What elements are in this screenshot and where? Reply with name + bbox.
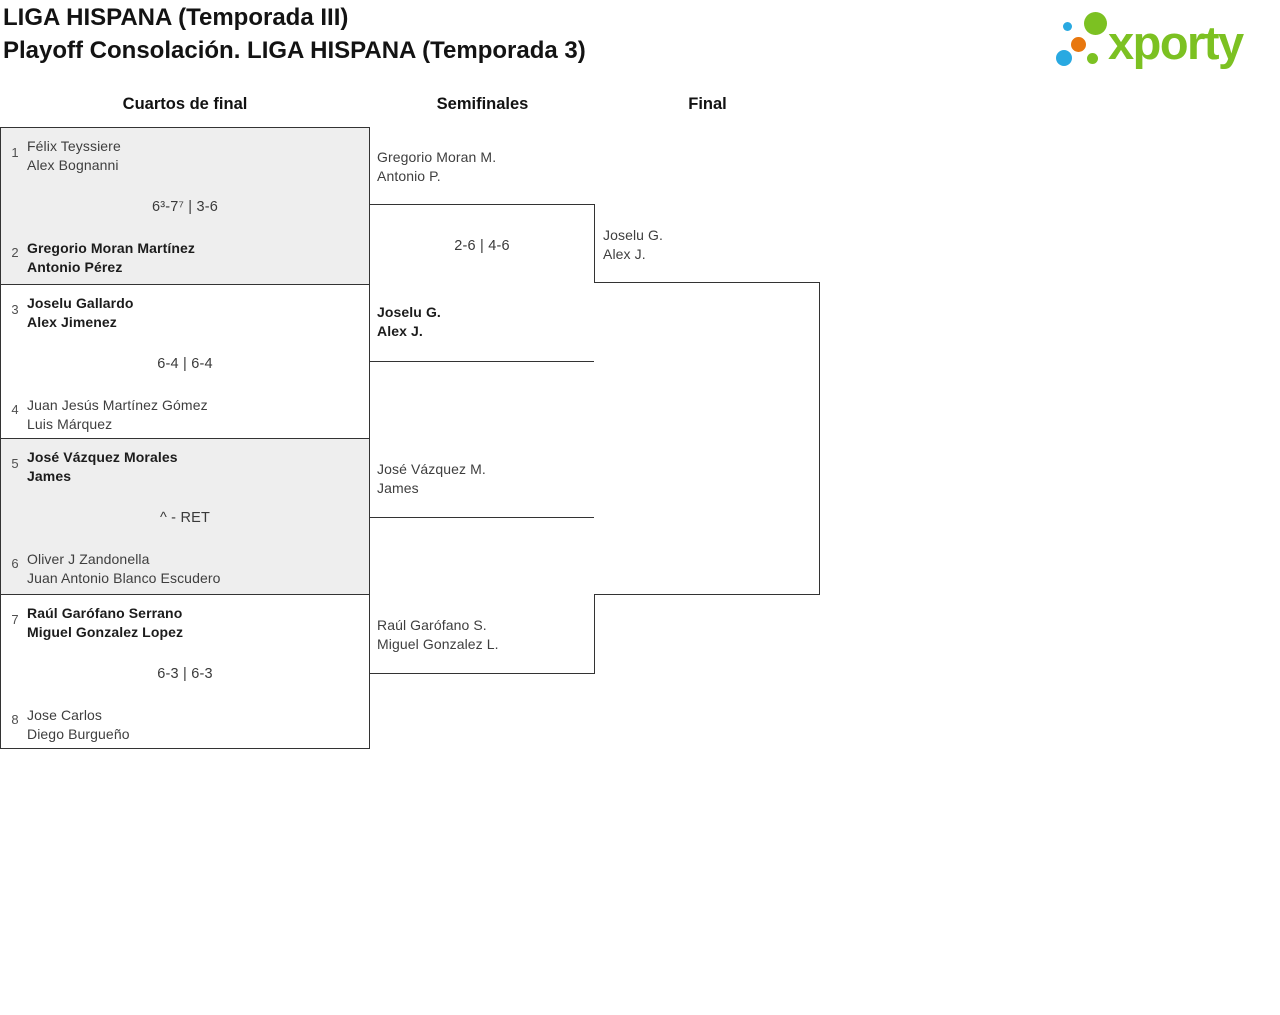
team-name-line: Antonio Pérez [27, 259, 123, 275]
match-score: 6-4 | 6-4 [157, 356, 213, 372]
seed-label: 5 [11, 456, 19, 471]
team-name-line: Gregorio Moran Martínez [27, 240, 195, 256]
logo-dot-icon [1084, 12, 1107, 35]
team-names: Juan Jesús Martínez Gómez Luis Márquez [27, 396, 208, 434]
team-name-line: Juan Jesús Martínez Gómez [27, 397, 208, 413]
xporty-logo[interactable]: xporty [1050, 5, 1278, 77]
seed-label: 1 [11, 145, 19, 160]
team-name-line: Miguel Gonzalez Lopez [27, 624, 184, 640]
team-names: Gregorio Moran M. Antonio P. [377, 148, 496, 186]
match-sf-1[interactable]: Gregorio Moran M. Antonio P. 2-6 | 4-6 J… [370, 149, 595, 362]
team-name-line: Miguel Gonzalez L. [377, 636, 499, 652]
team-names: Oliver J Zandonella Juan Antonio Blanco … [27, 550, 221, 588]
team-name-line: Raúl Garófano Serrano [27, 605, 183, 621]
team-name-line: Joselu Gallardo [27, 295, 134, 311]
logo-wordmark: xporty [1108, 16, 1244, 69]
page-subtitle: Playoff Consolación. LIGA HISPANA (Tempo… [3, 37, 586, 64]
team-name-line: Juan Antonio Blanco Escudero [27, 570, 221, 586]
match-score: 6-3 | 6-3 [157, 666, 213, 682]
team-name-line: José Vázquez Morales [27, 449, 178, 465]
seed-label: 8 [11, 712, 19, 727]
team-names-winner: Gregorio Moran Martínez Antonio Pérez [27, 239, 195, 277]
match-final[interactable]: Joselu G. Alex J. [594, 227, 820, 595]
team-name-line: Gregorio Moran M. [377, 149, 497, 165]
team-name-line: Joselu G. [603, 227, 664, 243]
team-name-line: Jose Carlos [27, 707, 103, 723]
logo-dot-icon [1071, 37, 1086, 52]
team-names: Raúl Garófano S. Miguel Gonzalez L. [377, 616, 499, 654]
logo-dot-icon [1087, 53, 1098, 64]
match-qf-3[interactable]: 5 José Vázquez Morales James ^ - RET 6 O… [0, 438, 370, 595]
team-name-line: Félix Teyssiere [27, 138, 121, 154]
logo-dot-icon [1063, 22, 1072, 31]
seed-label: 3 [11, 302, 19, 317]
match-qf-1[interactable]: 1 Félix Teyssiere Alex Bognanni 6³-7⁷ | … [0, 127, 370, 285]
team-names-winner: José Vázquez Morales James [27, 448, 178, 486]
match-score: ^ - RET [159, 510, 211, 526]
match-score: 2-6 | 4-6 [454, 238, 510, 254]
seed-label: 6 [11, 556, 19, 571]
round-header-cuartos: Cuartos de final [122, 95, 248, 113]
team-names-winner: Joselu Gallardo Alex Jimenez [27, 294, 134, 332]
seed-label: 7 [11, 612, 19, 627]
team-names: Joselu G. Alex J. [603, 226, 663, 264]
team-name-line: Joselu G. [377, 304, 441, 320]
team-name-line: Alex Jimenez [27, 314, 117, 330]
team-name-line: Alex Bognanni [27, 157, 119, 173]
team-name-line: Raúl Garófano S. [377, 617, 487, 633]
team-name-line: James [377, 480, 419, 496]
seed-label: 2 [11, 245, 19, 260]
match-score: 6³-7⁷ | 3-6 [151, 199, 218, 215]
match-sf-2[interactable]: José Vázquez M. James Raúl Garófano S. M… [370, 461, 595, 674]
round-header-final: Final [688, 95, 727, 113]
logo-dot-icon [1056, 50, 1072, 66]
team-name-line: James [27, 468, 72, 484]
team-name-line: Alex J. [603, 246, 646, 262]
seed-label: 4 [11, 402, 19, 417]
team-name-line: José Vázquez M. [377, 461, 486, 477]
round-header-semifinales: Semifinales [436, 95, 529, 113]
match-qf-4[interactable]: 7 Raúl Garófano Serrano Miguel Gonzalez … [0, 594, 370, 749]
team-name-line: Diego Burgueño [27, 726, 130, 742]
page-title: LIGA HISPANA (Temporada III) [3, 4, 349, 31]
team-names-winner: Joselu G. Alex J. [377, 303, 441, 341]
team-names: José Vázquez M. James [377, 460, 486, 498]
match-qf-2[interactable]: 3 Joselu Gallardo Alex Jimenez 6-4 | 6-4… [0, 284, 370, 439]
team-name-line: Oliver J Zandonella [27, 551, 150, 567]
team-name-line: Antonio P. [377, 168, 441, 184]
team-name-line: Luis Márquez [27, 416, 113, 432]
team-names: Félix Teyssiere Alex Bognanni [27, 137, 121, 175]
team-names-winner: Raúl Garófano Serrano Miguel Gonzalez Lo… [27, 604, 183, 642]
team-names: Jose Carlos Diego Burgueño [27, 706, 130, 744]
team-name-line: Alex J. [377, 323, 423, 339]
